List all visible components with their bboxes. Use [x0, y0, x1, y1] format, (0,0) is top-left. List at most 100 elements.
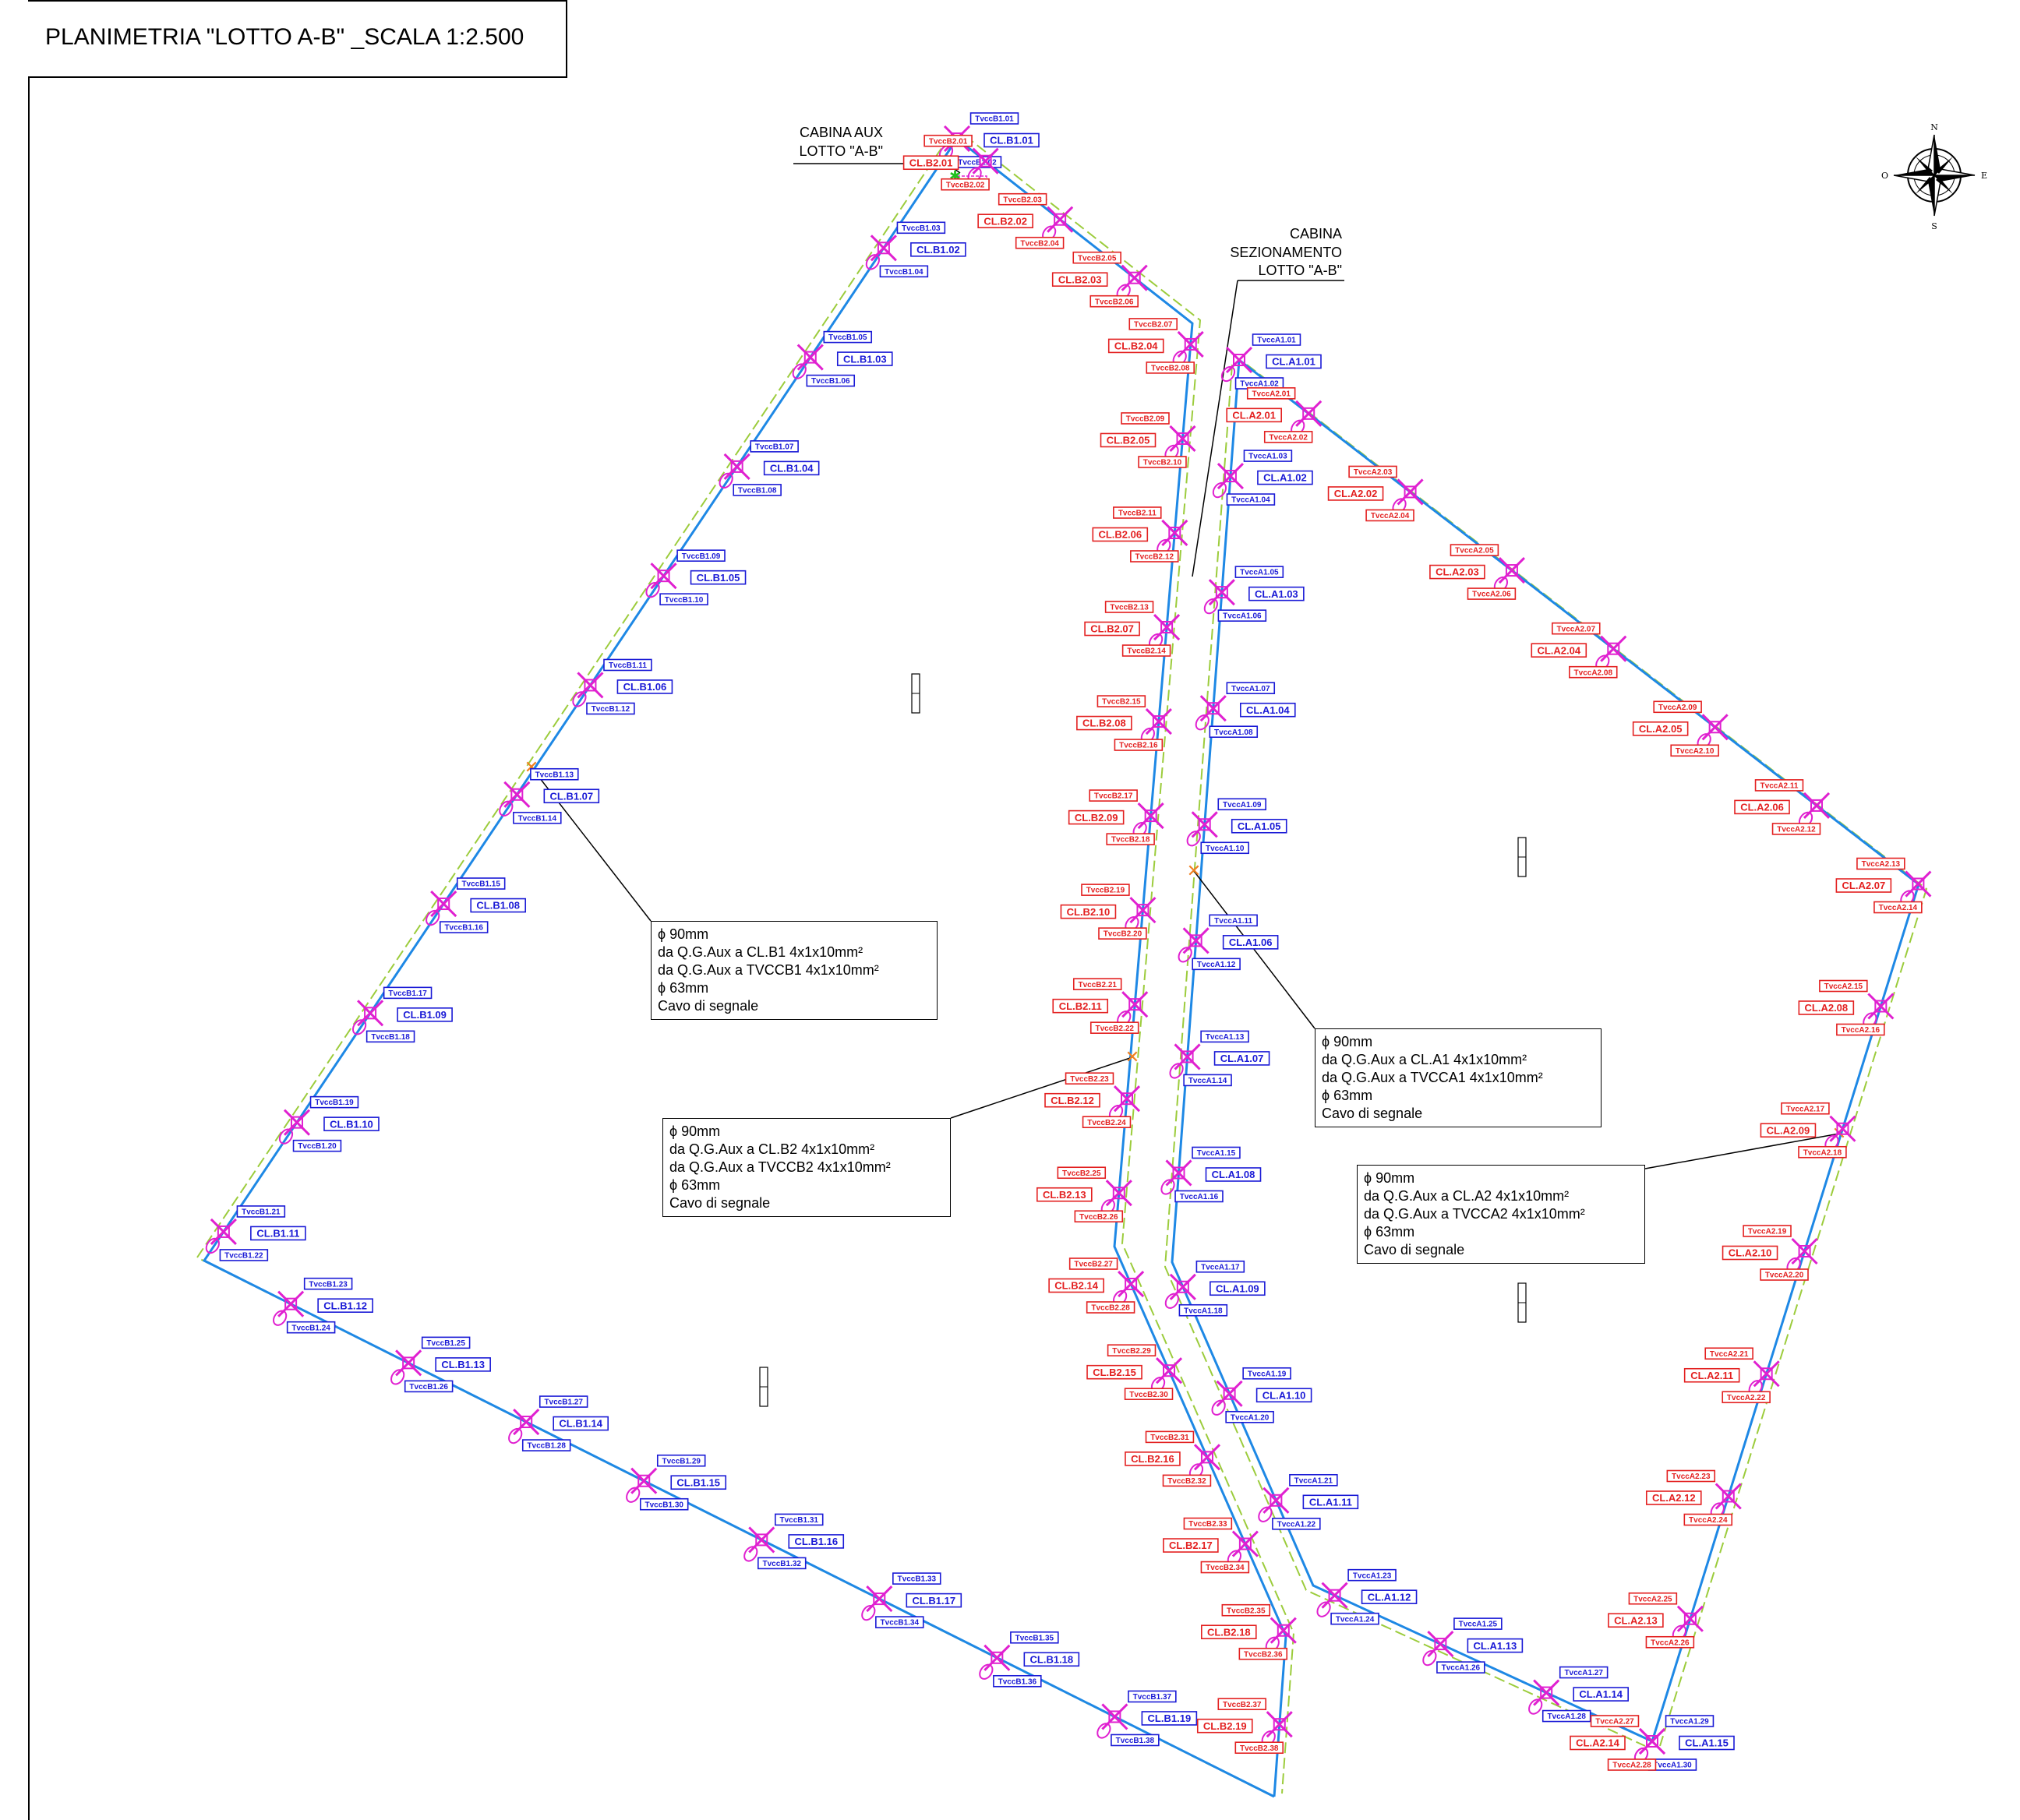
cl-label: CL.B2.11 [1059, 1000, 1102, 1012]
cl-label: CL.A2.02 [1334, 488, 1378, 499]
cl-label: CL.B1.06 [623, 681, 667, 693]
tvcc-label: TvccA1.21 [1294, 1476, 1333, 1485]
pole-icon [1404, 485, 1417, 499]
cl-label: CL.A2.10 [1729, 1247, 1772, 1259]
drawing-frame [28, 0, 2020, 1820]
note-line: da Q.G.Aux a TVCCA2 4x1x10mm² [1364, 1206, 1585, 1222]
cl-tag-box [1200, 1624, 1257, 1640]
cl-tag-box [1255, 1388, 1312, 1403]
tvcc-tag-box [219, 1249, 269, 1261]
tvcc-label: TvccB2.30 [1129, 1391, 1168, 1399]
tvcc-label: TvccA1.09 [1223, 801, 1262, 809]
cl-tag-box [1044, 1092, 1100, 1108]
pole-icon [730, 460, 743, 473]
pole-icon [1434, 1638, 1447, 1651]
cl-label: CL.B2.14 [1054, 1280, 1098, 1292]
pole-icon [1176, 1280, 1189, 1293]
tvcc-label: TvccB1.07 [755, 443, 794, 451]
tvcc-tag-box [1645, 1635, 1695, 1649]
cl-label: CL.A2.12 [1652, 1492, 1696, 1504]
pole-icon [657, 570, 670, 583]
pole-icon [1874, 1000, 1888, 1013]
pole-icon [1683, 1612, 1697, 1625]
cable-note-b2: ϕ 90mm da Q.G.Aux a CL.B2 4x1x10mm² da Q… [662, 1118, 951, 1217]
tvcc-label: TvccA1.14 [1188, 1077, 1227, 1085]
tvcc-tag-box [1263, 431, 1313, 443]
camera-icon [719, 472, 733, 489]
tvcc-label: TvccB1.20 [298, 1142, 337, 1151]
tvcc-label: TvccA1.08 [1214, 728, 1253, 737]
lighting-poles: CL.B1.01TvccB1.01TvccB1.02CL.B1.02TvccB1… [203, 112, 1932, 1771]
tvcc-tag-box [586, 702, 635, 715]
tvcc-tag-box [1628, 1592, 1678, 1605]
tvcc-label: TvccB1.33 [898, 1575, 937, 1584]
